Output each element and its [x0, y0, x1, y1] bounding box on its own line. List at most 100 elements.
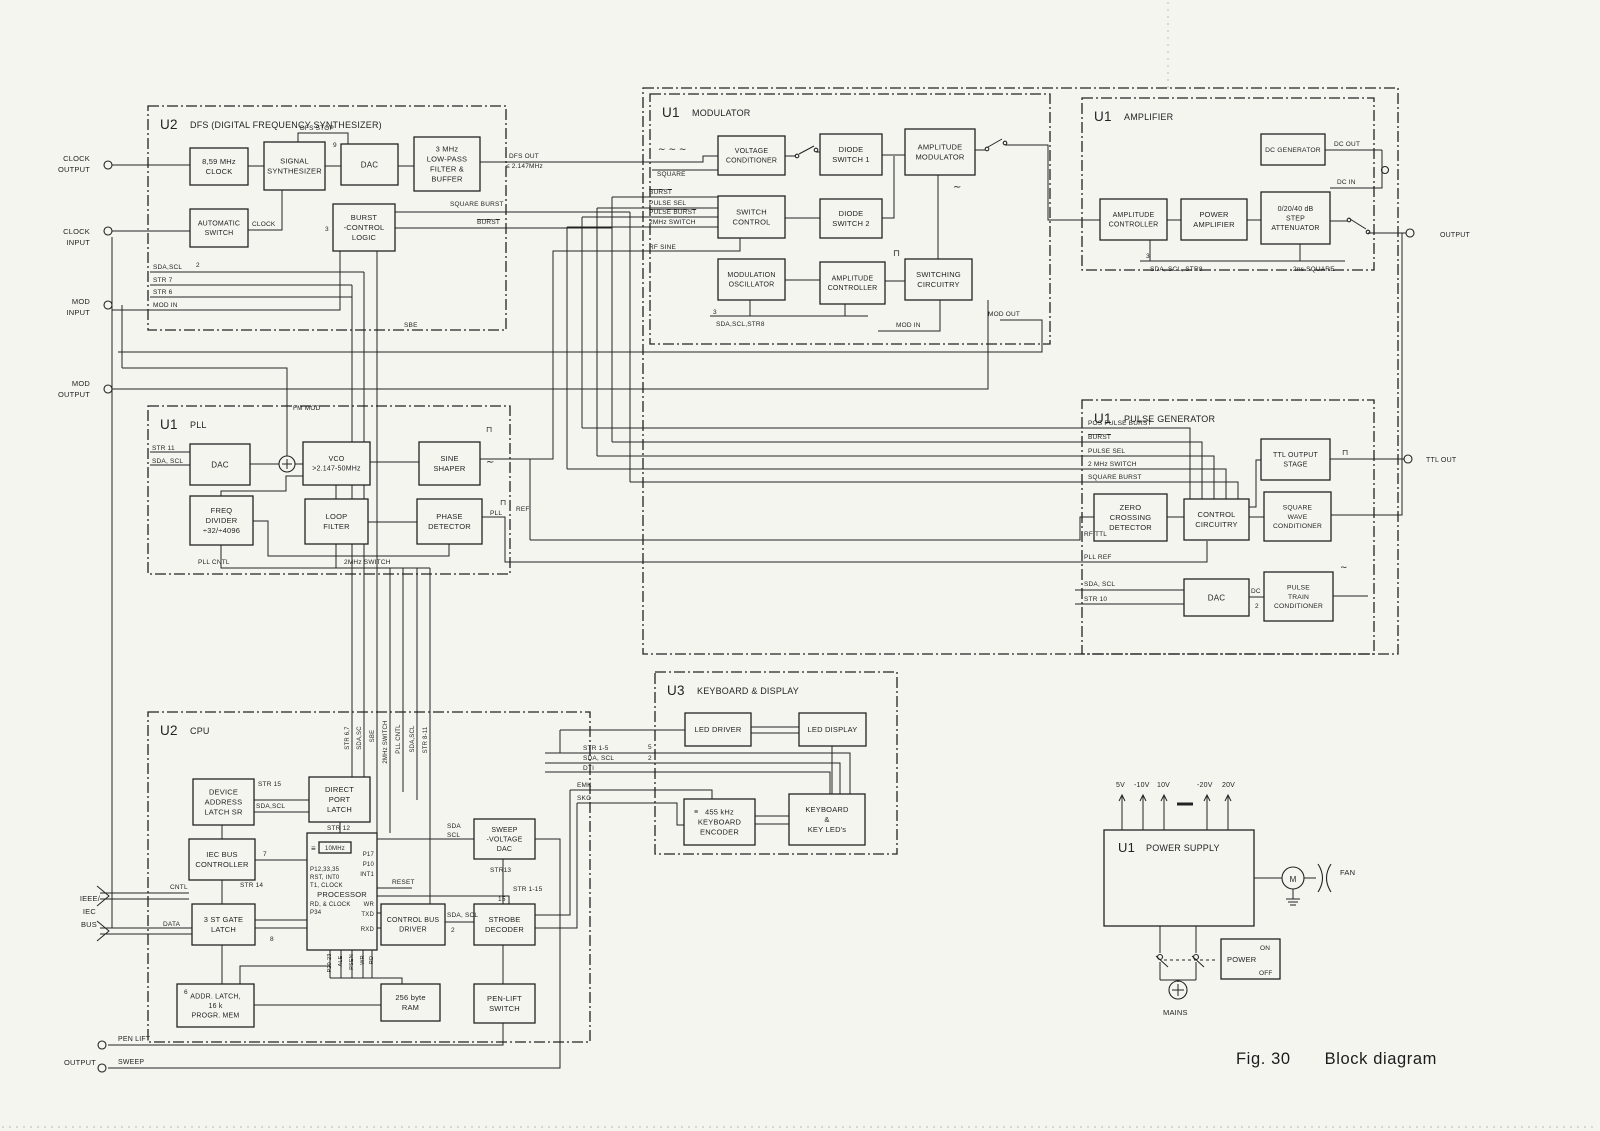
wire-label: PEN LIFT	[118, 1036, 151, 1043]
node-circle	[1156, 953, 1164, 961]
box-ttl-output-stage	[1260, 438, 1331, 481]
wire-label: PLL CNTL	[396, 724, 402, 754]
wire-label: ALE	[338, 955, 344, 966]
wire-label: T1, CLOCK	[310, 883, 343, 889]
wire-label: ⊓	[486, 425, 492, 434]
wire	[482, 516, 1208, 563]
wire	[630, 481, 1239, 499]
wire-label: MOD IN	[153, 302, 178, 309]
wire	[122, 367, 288, 456]
box-device-address-latch	[192, 778, 255, 826]
wire-label: SDA, SCL, STR8	[1150, 266, 1203, 273]
wire	[878, 300, 941, 332]
wire-label: PLL	[490, 510, 502, 517]
wire	[597, 455, 1215, 499]
box-led-driver-label: LED DRIVER	[694, 725, 741, 734]
wire-label: PROCESSOR	[317, 890, 367, 899]
wire-label: 5	[648, 744, 652, 751]
wire-label: STR 1-15	[513, 886, 543, 893]
wire-label: CNTL	[170, 884, 188, 891]
box-signal-synthesizer	[263, 141, 326, 191]
section-dfs-title: U2	[160, 117, 178, 132]
figure-title: Block diagram	[1324, 1050, 1437, 1068]
section-amplifier-subtitle: AMPLIFIER	[1124, 112, 1174, 122]
box-vco-label: VCO>2.147-50MHz	[312, 456, 361, 473]
wire-label: RXD	[361, 927, 375, 933]
box-pulse-train-conditioner	[1263, 571, 1334, 622]
wire-label: CLOCK	[63, 227, 90, 236]
wire-label: IEC	[83, 907, 96, 916]
box-burst-control-logic	[332, 203, 396, 252]
wire	[1331, 233, 1403, 516]
wire-label: STR 8-11	[423, 726, 429, 753]
wire-label: ⊓	[893, 248, 900, 258]
wire	[1160, 793, 1168, 802]
wire-label: SDA,SCL	[410, 725, 416, 753]
box-direct-port-latch	[308, 776, 371, 823]
wire-label: ⊓	[500, 498, 506, 507]
wire	[253, 520, 450, 557]
wire-label: SCL	[447, 832, 460, 839]
wire	[118, 319, 1043, 353]
wire-label: P17	[363, 852, 375, 858]
wire-label: IEEE/	[80, 894, 101, 903]
wire-label: ON	[1260, 945, 1270, 952]
wire	[248, 190, 283, 231]
wire-label: U1	[1118, 840, 1135, 855]
wire	[567, 468, 1227, 499]
section-dfs-frame	[147, 105, 507, 331]
wire-label: 7	[263, 851, 267, 858]
wire-label: PSEN	[349, 954, 355, 970]
wire-label: SDA, SCL	[447, 912, 478, 919]
box-lowpass-filter	[413, 136, 481, 192]
wire-label: 2ns SQUARE	[1293, 266, 1335, 273]
wire-label: OFF	[1259, 970, 1273, 977]
box-ram	[380, 983, 441, 1022]
box-keyboard-encoder	[683, 798, 756, 846]
wire	[112, 251, 341, 311]
section-keyboard-display-title: U3	[667, 683, 685, 698]
box-switch-control	[717, 195, 786, 239]
wire-label: RD, & CLOCK	[310, 902, 351, 908]
wire	[1155, 955, 1169, 968]
box-led-driver	[684, 712, 752, 747]
wire-label: -10V	[1134, 782, 1150, 789]
wire-label: OUTPUT	[64, 1058, 96, 1067]
wire-label: STR 6,7	[345, 726, 351, 750]
box-crystal-box	[318, 841, 352, 854]
wire	[545, 752, 851, 794]
box-dc-generator	[1260, 133, 1326, 166]
wire-label: BURST	[649, 189, 672, 196]
wire-label: INPUT	[67, 308, 91, 317]
wire	[1330, 150, 1383, 189]
wire-label: 9	[333, 142, 337, 149]
wire-label: PLL REF	[1084, 554, 1112, 561]
wire-label: BUS	[81, 920, 97, 929]
box-pg-dac-label: DAC	[1208, 593, 1226, 602]
wire-label: P12,33,35	[310, 867, 340, 873]
wire-label: DFS STOP	[300, 125, 334, 132]
wire	[377, 895, 510, 904]
wire-label: RST, INT0	[310, 875, 340, 881]
wire-label: STR 14	[240, 882, 263, 889]
wire-label: BURST	[1088, 434, 1111, 441]
box-power-supply	[1103, 829, 1255, 927]
wire	[220, 475, 303, 496]
wire-label: RF TTL	[1084, 531, 1107, 538]
box-automatic-switch	[189, 208, 249, 248]
wire-label: 5V	[1116, 782, 1125, 789]
section-right-outer-frame	[642, 87, 1399, 655]
wire-label: DFS OUT	[509, 153, 539, 160]
section-pll-frame	[147, 405, 511, 575]
